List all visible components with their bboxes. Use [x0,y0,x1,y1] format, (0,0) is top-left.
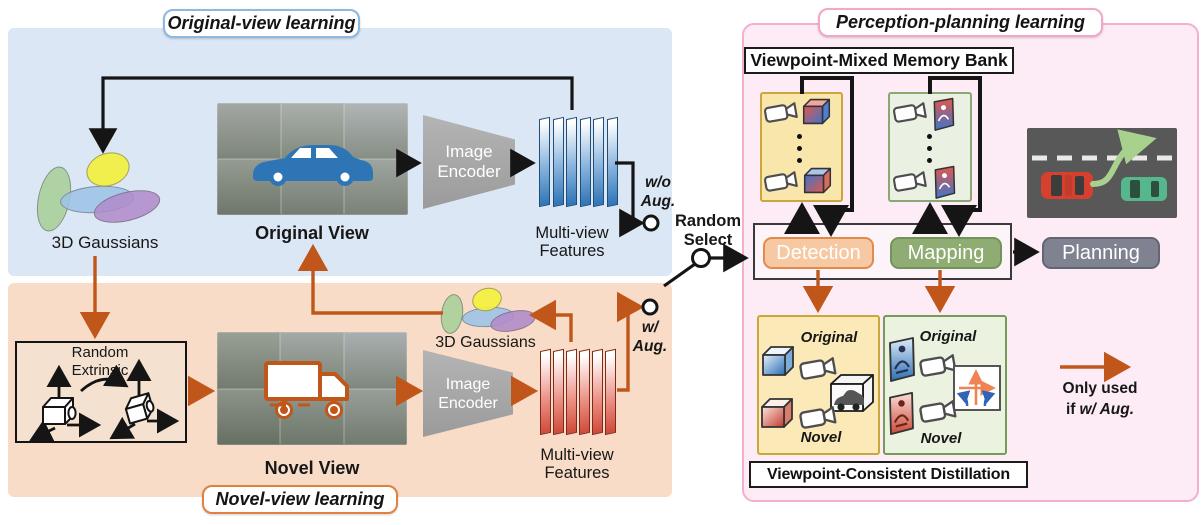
camera-icon [918,398,958,425]
camera-3d-icon [124,392,155,425]
gaussians-label-small: 3D Gaussians [435,334,536,351]
planned-path-arrow [1090,129,1157,187]
distillation-label: Viewpoint-Consistent Distillation [749,461,1028,488]
perception-title-pill: Perception-planning learning [818,8,1103,37]
detected-car-3d-box-icon [830,374,874,412]
orange-truck-icon [264,361,349,419]
planning-scene-image [1027,128,1177,218]
detection-module: Detection [763,237,874,269]
rotation-arc-arrow [80,364,129,393]
memory-bank-label: Viewpoint-Mixed Memory Bank [744,47,1014,74]
novel-tag: Novel [800,429,842,446]
camera-icon [798,404,838,431]
novel-view-title: Novel-view learning [215,489,385,509]
red-car-icon [1041,172,1093,199]
camera-extrinsic-illustration [29,358,180,443]
novel-view-title-pill: Novel-view learning [202,485,398,514]
features-label-bottom: Multi-view Features [540,446,614,482]
original-tag: Original [919,328,977,345]
wo-aug-label: w/o Aug. [640,174,676,210]
gaussians-label: 3D Gaussians [51,233,159,252]
novel-view-label: Novel View [264,458,360,478]
blue-map-card-icon [889,337,915,382]
mixed-map-card-icon [934,165,956,199]
original-tag: Original [800,329,858,346]
camera-icon [892,100,928,125]
camera-icon [892,169,928,194]
camera-icon [763,100,799,125]
mixed-cube-icon [802,98,831,125]
mixed-map-card-icon [933,97,955,131]
mixed-cube-icon [803,167,832,194]
camera-3d-icon [42,397,77,425]
axis-diagonal-arrow [109,416,136,440]
planning-module: Planning [1042,237,1160,269]
ellipsis-dots [927,134,932,163]
features-label-top: Multi-view Features [535,224,609,260]
w-aug-label: w/ Aug. [632,319,668,355]
camera-icon [763,169,799,194]
original-view-title-pill: Original-view learning [163,9,360,38]
original-view-title: Original-view learning [167,13,356,33]
intersection-map-icon [953,365,1001,411]
mapping-module: Mapping [890,237,1002,269]
blue-car-icon [253,145,373,186]
green-car-icon [1121,177,1167,201]
novel-tag: Novel [920,430,962,447]
red-map-card-icon [889,391,914,435]
original-view-label: Original View [255,223,369,243]
random-select-switch-node [691,248,711,268]
random-select-label: Random Select [675,212,741,249]
blue-cube-icon [762,346,794,376]
axis-diagonal-arrow [29,419,56,443]
red-cube-icon [761,398,793,428]
multiview-features-red [540,348,616,436]
ellipsis-dots [797,134,802,163]
multiview-features-blue [539,116,618,208]
camera-icon [918,352,958,379]
perception-title: Perception-planning learning [835,12,1086,32]
